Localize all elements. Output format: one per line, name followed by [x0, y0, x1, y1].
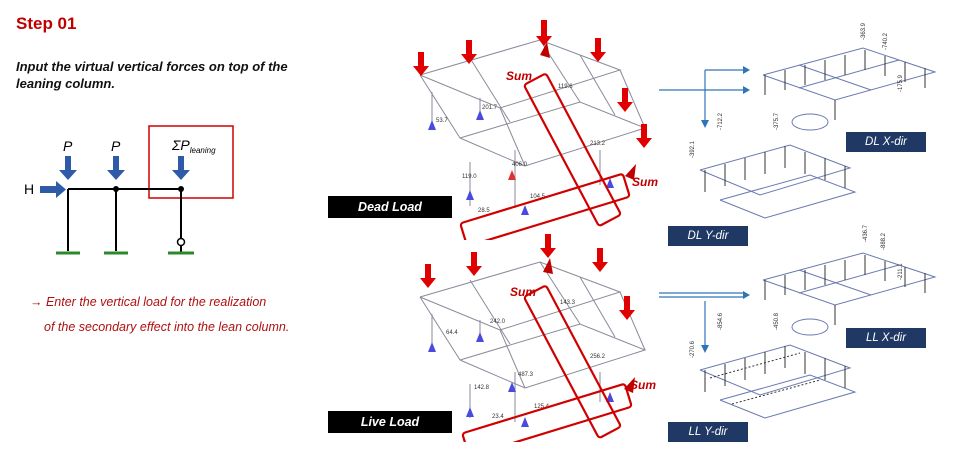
ll-value-4: 487.3: [518, 372, 534, 378]
note-line-2: of the secondary effect into the lean co…: [44, 320, 290, 334]
ll-connector-arrows: [659, 291, 750, 353]
dl-value-3: 119.6: [558, 84, 573, 90]
ll-y-dir-model: -270.6 -854.6 -450.8: [690, 312, 857, 419]
live-load-arrows: [420, 234, 635, 320]
leaning-column-schematic: P P ΣPleaning H: [24, 125, 234, 255]
force-sum-label: ΣPleaning: [171, 137, 216, 155]
ll-y-value-1: -270.6: [690, 340, 696, 358]
dl-value-7: 213.2: [590, 141, 606, 147]
ll-x-value-1: -436.7: [863, 224, 869, 242]
ll-x-value-2: -888.2: [881, 232, 887, 250]
ll-value-7: 256.2: [590, 354, 606, 360]
dl-y-dir-label: DL Y-dir: [668, 226, 748, 246]
dl-y-dir-model: -392.1 -712.2 -375.7: [690, 112, 857, 219]
force-sum-main: ΣP: [171, 137, 190, 153]
dl-x-value-3: -175.9: [898, 74, 904, 92]
ll-value-2: 242.0: [490, 319, 506, 325]
dl-sum-label-2: Sum: [632, 175, 658, 189]
ll-sum-label-1: Sum: [510, 285, 536, 299]
dl-value-5: 119.0: [462, 174, 477, 180]
live-load-model: 64.4 242.0 143.3 487.3 142.8 125.4 256.2…: [419, 234, 656, 442]
dl-value-8: 28.5: [478, 208, 490, 214]
ll-diagonal-highlight: [523, 285, 622, 439]
dl-diagonal-highlight: [523, 73, 622, 227]
dl-y-value-2: -712.2: [718, 112, 724, 130]
ll-value-6: 125.4: [534, 404, 550, 410]
ll-x-dir-model: -436.7 -888.2 -211.1: [762, 224, 937, 336]
dl-x-dir-label: DL X-dir: [846, 132, 926, 152]
dl-value-2: 201.7: [482, 105, 498, 111]
ll-value-1: 64.4: [446, 330, 458, 336]
instruction-text: Input the virtual vertical forces on top…: [16, 59, 288, 91]
dl-value-1: 53.7: [436, 118, 448, 124]
dl-x-dir-model: -363.9 -740.2 -175.9: [762, 22, 937, 131]
live-load-label: Live Load: [328, 411, 452, 433]
step-title: Step 01: [16, 14, 77, 33]
dl-connector-arrows: [659, 66, 750, 128]
dead-load-arrows: [413, 20, 652, 148]
ll-y-value-3: -450.8: [774, 312, 780, 330]
dl-value-4: 406.0: [512, 162, 528, 168]
dl-sum-label-1: Sum: [506, 69, 532, 83]
force-p1-label: P: [63, 138, 73, 154]
dl-value-6: 104.5: [530, 194, 546, 200]
ll-row-highlight: [461, 383, 633, 442]
dl-x-value-2: -740.2: [883, 32, 889, 50]
ll-y-dir-label: LL Y-dir: [668, 422, 748, 442]
leaning-load-highlight-box: [148, 125, 234, 199]
dead-load-label: Dead Load: [328, 196, 452, 218]
ll-value-3: 143.3: [560, 300, 576, 306]
force-sum-sub: leaning: [190, 146, 216, 155]
dl-y-value-3: -375.7: [774, 112, 780, 130]
dl-x-value-1: -363.9: [861, 22, 867, 40]
note-line-1: → Enter the vertical load for the realiz…: [30, 295, 267, 309]
horizontal-force-arrow: [40, 181, 66, 198]
ll-value-5: 142.8: [474, 385, 490, 391]
ll-y-value-2: -854.6: [718, 312, 724, 330]
ll-value-8: 23.4: [492, 414, 504, 420]
frame-members: [67, 188, 182, 251]
vertical-force-arrows: [59, 156, 190, 180]
force-p2-label: P: [111, 138, 121, 154]
dead-load-model: 53.7 201.7 119.6 406.0 119.0 104.5 213.2…: [413, 20, 658, 240]
dl-row-highlight: [459, 173, 631, 240]
ll-sum-label-2: Sum: [630, 378, 656, 392]
force-h-label: H: [24, 181, 34, 197]
ll-x-dir-label: LL X-dir: [846, 328, 926, 348]
dl-y-value-1: -392.1: [690, 140, 696, 158]
ll-x-value-3: -211.1: [898, 263, 904, 280]
